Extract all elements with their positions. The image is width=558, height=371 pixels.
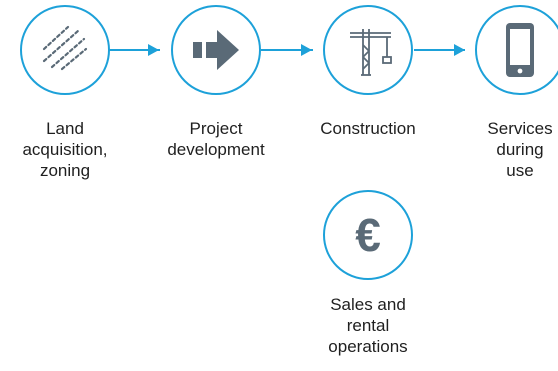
diagonal-lines-icon	[42, 25, 88, 71]
crane-icon	[350, 29, 392, 76]
connector-arrowhead-3	[454, 44, 465, 56]
sales-rental-label: Sales and rental operations	[328, 295, 408, 356]
step-land-acquisition-label: Land acquisition, zoning	[22, 119, 108, 180]
step-construction-circle	[323, 5, 413, 95]
step-services-circle	[475, 5, 558, 95]
step-services-label: Services during use	[487, 119, 553, 180]
smartphone-icon	[506, 23, 534, 77]
sales-rental-circle: €	[323, 190, 413, 280]
euro-icon: €	[355, 209, 381, 261]
step-project-development-circle	[171, 5, 261, 95]
connector-arrowhead-2	[301, 44, 312, 56]
arrow-right-icon	[193, 30, 239, 70]
step-construction-label: Construction	[320, 119, 416, 138]
step-project-development-label: Project development	[167, 119, 265, 159]
step-land-acquisition-circle	[20, 5, 110, 95]
connector-arrowhead-1	[148, 44, 159, 56]
